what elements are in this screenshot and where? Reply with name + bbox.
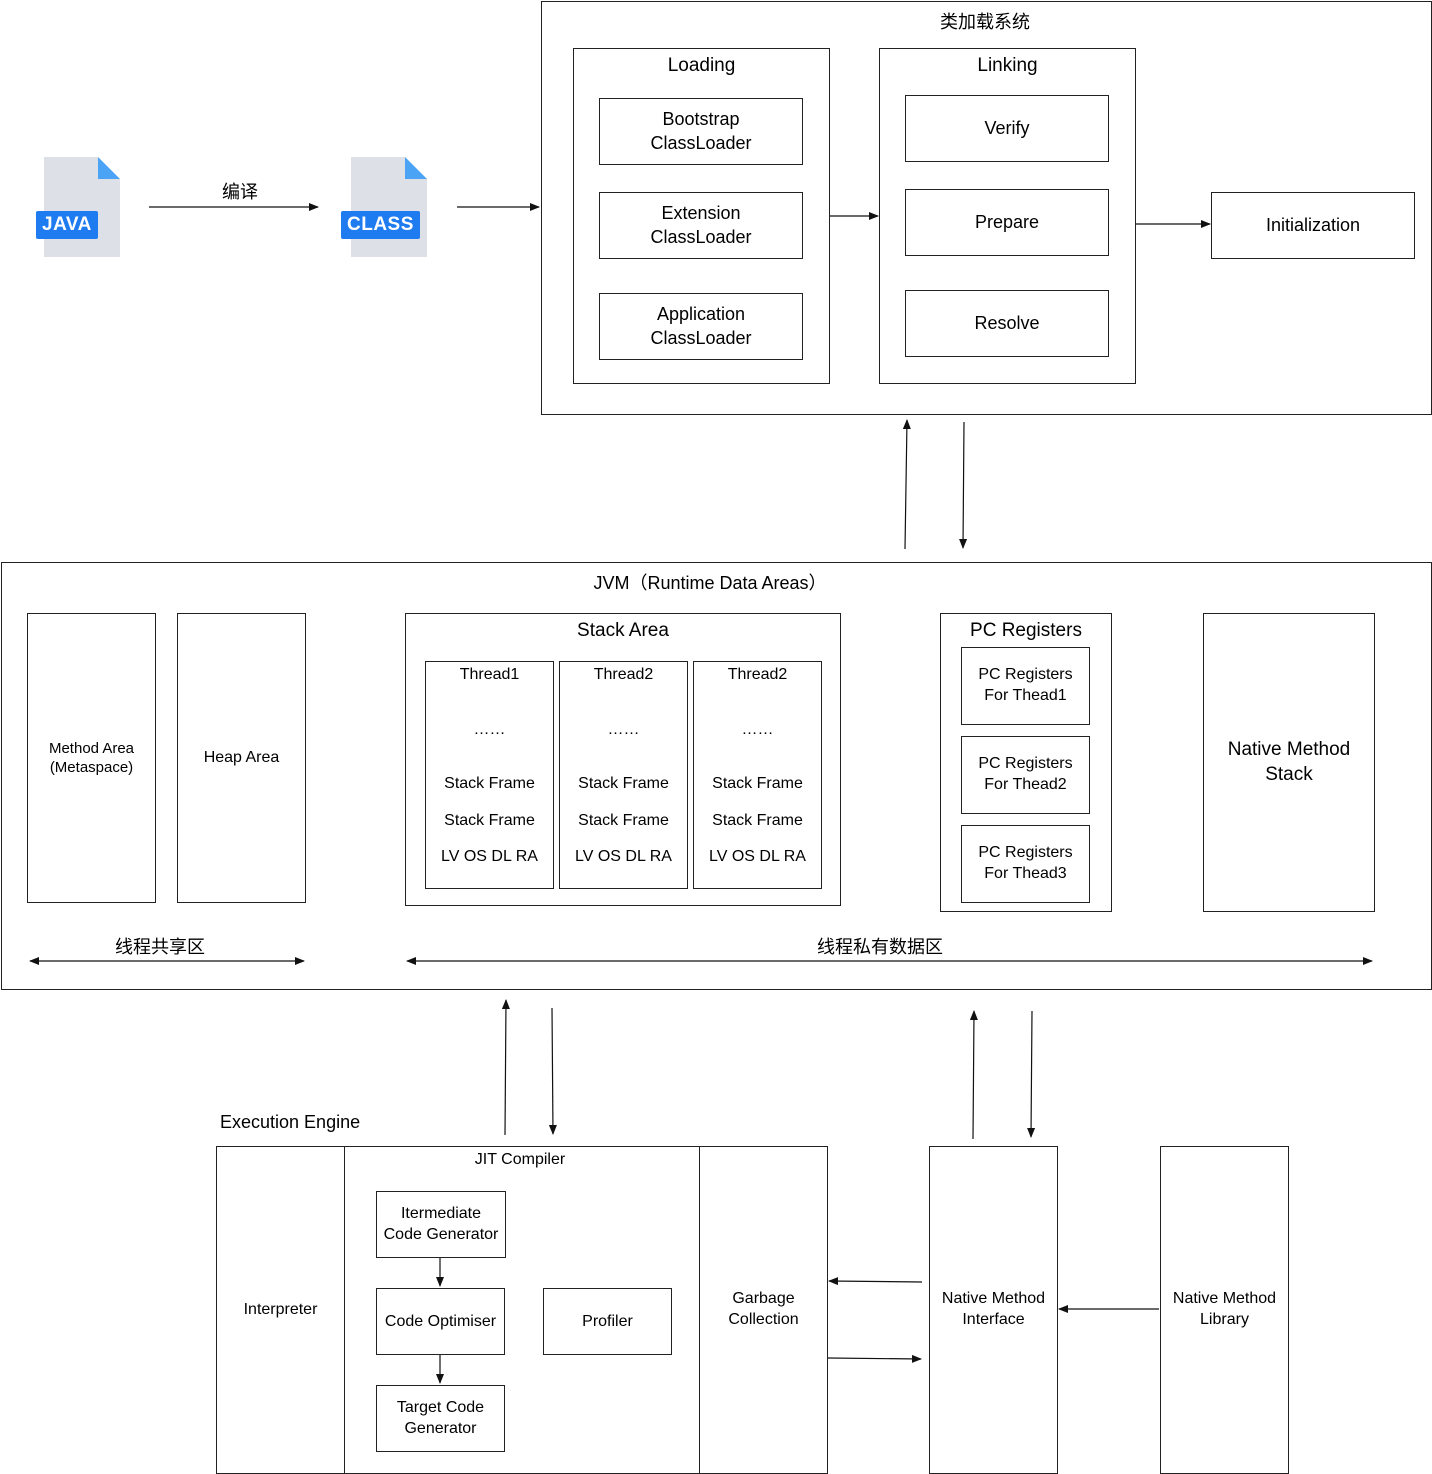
stack-frame: Stack Frame [712, 812, 803, 829]
arrow-engine-up [501, 999, 510, 1136]
thread-name: Thread2 [727, 666, 788, 683]
arrow-jvm-down [959, 421, 968, 549]
jit-compiler-title: JIT Compiler [474, 1151, 566, 1168]
java-badge: JAVA [36, 211, 98, 239]
arrow-gc-to-interface [827, 1354, 922, 1363]
resolve-box: Resolve [905, 290, 1109, 357]
class-loader-title: 类加载系统 [940, 12, 1030, 32]
application-classloader: Application ClassLoader [599, 293, 803, 360]
compile-label: 编译 [222, 182, 258, 202]
thread-column [425, 661, 554, 889]
pc-register-thread1: PC Registers For Thead1 [961, 647, 1090, 725]
bootstrap-classloader: Bootstrap ClassLoader [599, 98, 803, 165]
native-method-library: Native Method Library [1160, 1146, 1289, 1474]
profiler: Profiler [543, 1288, 672, 1355]
arrow-interface-to-gc [828, 1277, 923, 1286]
linking-panel [879, 48, 1136, 384]
extension-classloader: Extension ClassLoader [599, 192, 803, 259]
thread-name: Thread2 [593, 666, 654, 683]
class-badge: CLASS [341, 211, 420, 239]
java-file-icon: JAVA [36, 157, 120, 257]
private-area-label: 线程私有数据区 [817, 937, 943, 957]
heap-area: Heap Area [177, 613, 306, 903]
thread-ellipsis: …… [473, 721, 506, 738]
native-method-stack: Native Method Stack [1203, 613, 1375, 912]
verify-box: Verify [905, 95, 1109, 162]
method-area: Method Area (Metaspace) [27, 613, 156, 903]
prepare-box: Prepare [905, 189, 1109, 256]
class-file-icon: CLASS [341, 157, 427, 257]
arrow-engine-down [548, 1007, 557, 1135]
thread-column [693, 661, 822, 889]
thread-column [559, 661, 688, 889]
loading-title: Loading [667, 55, 736, 76]
thread-ellipsis: …… [607, 721, 640, 738]
runtime-data-areas-title: JVM（Runtime Data Areas） [593, 573, 827, 593]
pc-registers [940, 613, 1112, 912]
stack-frame: Stack Frame [712, 775, 803, 792]
pc-register-thread3: PC Registers For Thead3 [961, 825, 1090, 903]
target-code-generator: Target Code Generator [376, 1385, 505, 1452]
arrow-native-up [969, 1010, 978, 1140]
stack-frame: Stack Frame [578, 775, 669, 792]
frame-components: LV OS DL RA [441, 848, 538, 865]
code-optimiser: Code Optimiser [376, 1288, 505, 1355]
interpreter-box: Interpreter [216, 1146, 345, 1474]
stack-frame: Stack Frame [444, 775, 535, 792]
frame-components: LV OS DL RA [575, 848, 672, 865]
arrow-jvm-up [902, 419, 911, 550]
loading-panel [573, 48, 830, 384]
shared-area-label: 线程共享区 [115, 937, 205, 957]
thread-ellipsis: …… [741, 721, 774, 738]
frame-components: LV OS DL RA [709, 848, 806, 865]
intermediate-code-generator: Itermediate Code Generator [376, 1191, 506, 1258]
initialization-box: Initialization [1211, 192, 1415, 259]
native-method-interface: Native Method Interface [929, 1146, 1058, 1474]
garbage-collection: Garbage Collection [699, 1146, 828, 1474]
linking-title: Linking [977, 55, 1038, 76]
stack-area [405, 613, 841, 906]
arrow-native-down [1027, 1010, 1036, 1138]
pc-registers-title: PC Registers [970, 620, 1082, 641]
stack-area-title: Stack Area [577, 620, 669, 641]
stack-frame: Stack Frame [578, 812, 669, 829]
stack-frame: Stack Frame [444, 812, 535, 829]
thread-name: Thread1 [459, 666, 520, 683]
pc-register-thread2: PC Registers For Thead2 [961, 736, 1090, 814]
execution-engine-title: Execution Engine [220, 1112, 361, 1132]
